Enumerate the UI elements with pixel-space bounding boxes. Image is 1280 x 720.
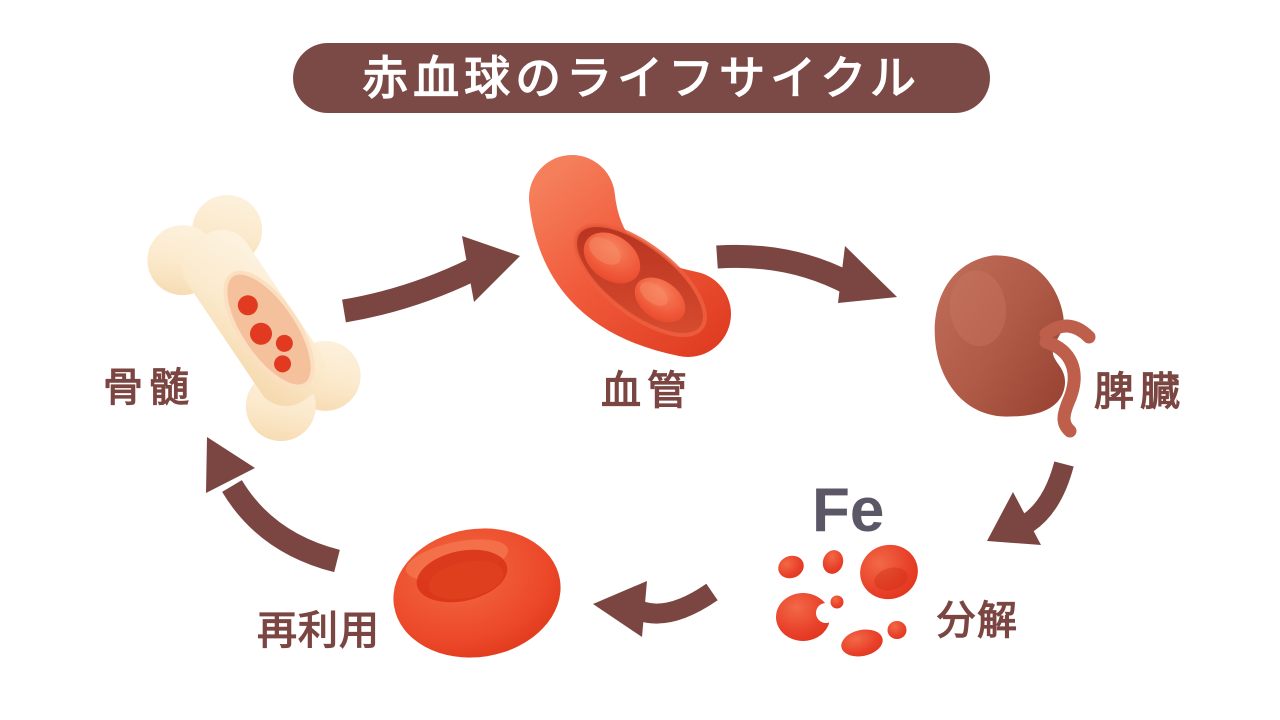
- red-blood-cells-in-vessel: [583, 232, 686, 323]
- arrow-spleen-to-breakdown: [987, 461, 1074, 545]
- label-spleen: 脾臓: [1094, 370, 1186, 414]
- label-breakdown: 分解: [936, 599, 1018, 643]
- cell-fragments-icon: [776, 544, 918, 657]
- marrow-cell-dots: [237, 295, 293, 373]
- bone-icon: [147, 194, 361, 442]
- title-banner: 赤血球のライフサイクル: [293, 43, 990, 113]
- cycle-arrows: [206, 236, 1074, 637]
- arrow-blood-vessel-to-spleen: [716, 244, 897, 303]
- arrow-breakdown-to-recycle: [593, 581, 718, 637]
- label-blood-vessel: 血管: [601, 369, 693, 413]
- page-title: 赤血球のライフサイクル: [362, 52, 921, 104]
- arrow-recycle-to-bone-marrow: [206, 437, 340, 573]
- arrow-bone-marrow-to-blood-vessel: [342, 236, 520, 323]
- label-recycle: 再利用: [257, 609, 380, 653]
- label-bone-marrow: 骨髄: [103, 366, 195, 410]
- spleen-icon: [934, 255, 1096, 438]
- blood-vessel-icon: [529, 155, 731, 357]
- red-blood-cell-icon: [393, 528, 561, 658]
- label-fe-iron: Fe: [812, 476, 885, 545]
- spleen-vessels: [1039, 319, 1096, 438]
